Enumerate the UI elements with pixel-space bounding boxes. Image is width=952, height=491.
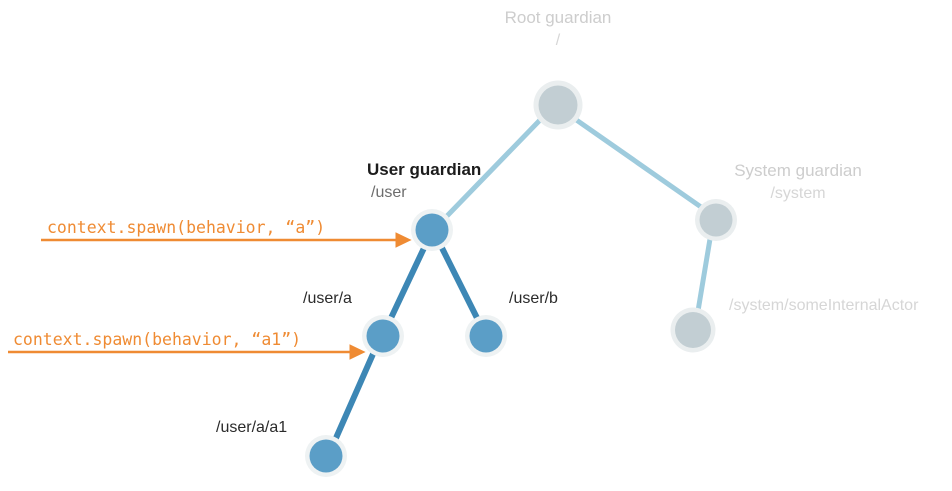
node-system-guardian[interactable] — [695, 199, 737, 241]
edge-group-system — [444, 116, 713, 314]
node-user-b-body — [469, 319, 503, 353]
edge-user-to-user-a — [388, 245, 427, 321]
node-system-guardian-body — [699, 203, 733, 237]
edge-user-to-user-b — [439, 245, 480, 321]
node-user-guardian-body — [415, 213, 449, 247]
label-user-guardian-title: User guardian — [367, 160, 482, 179]
node-root-body — [538, 85, 578, 125]
node-root[interactable] — [533, 80, 583, 130]
annotation-spawn-a1-text: context.spawn(behavior, “a1”) — [13, 330, 302, 349]
label-user-guardian-path: /user — [371, 184, 407, 201]
node-user-a[interactable] — [362, 315, 404, 357]
edge-group-user — [333, 245, 480, 441]
node-user-a-a1[interactable] — [305, 435, 347, 477]
edge-root-to-system — [572, 116, 704, 210]
label-user-b-path: /user/b — [509, 290, 558, 307]
annotation-arrows — [8, 232, 412, 360]
label-root-guardian-path: / — [555, 32, 561, 49]
label-system-guardian-title: System guardian — [734, 161, 862, 180]
label-user-a-a1-path: /user/a/a1 — [216, 419, 288, 436]
node-user-guardian[interactable] — [411, 209, 453, 251]
node-system-internal-actor-body — [675, 312, 711, 348]
edge-root-to-user — [444, 116, 544, 219]
annotation-spawn-a-text: context.spawn(behavior, “a”) — [47, 218, 326, 237]
label-system-internal-actor-path: /system/someInternalActor — [729, 297, 919, 314]
label-root-guardian-title: Root guardian — [504, 8, 612, 27]
label-user-a-path: /user/a — [303, 290, 352, 307]
node-user-a-a1-body — [309, 439, 343, 473]
node-system-internal-actor[interactable] — [670, 307, 716, 353]
node-user-b[interactable] — [465, 315, 507, 357]
edge-user-a-to-a1 — [333, 351, 376, 441]
label-system-guardian-path: /system — [770, 185, 826, 202]
node-user-a-body — [366, 319, 400, 353]
edge-system-to-internal — [695, 236, 713, 314]
